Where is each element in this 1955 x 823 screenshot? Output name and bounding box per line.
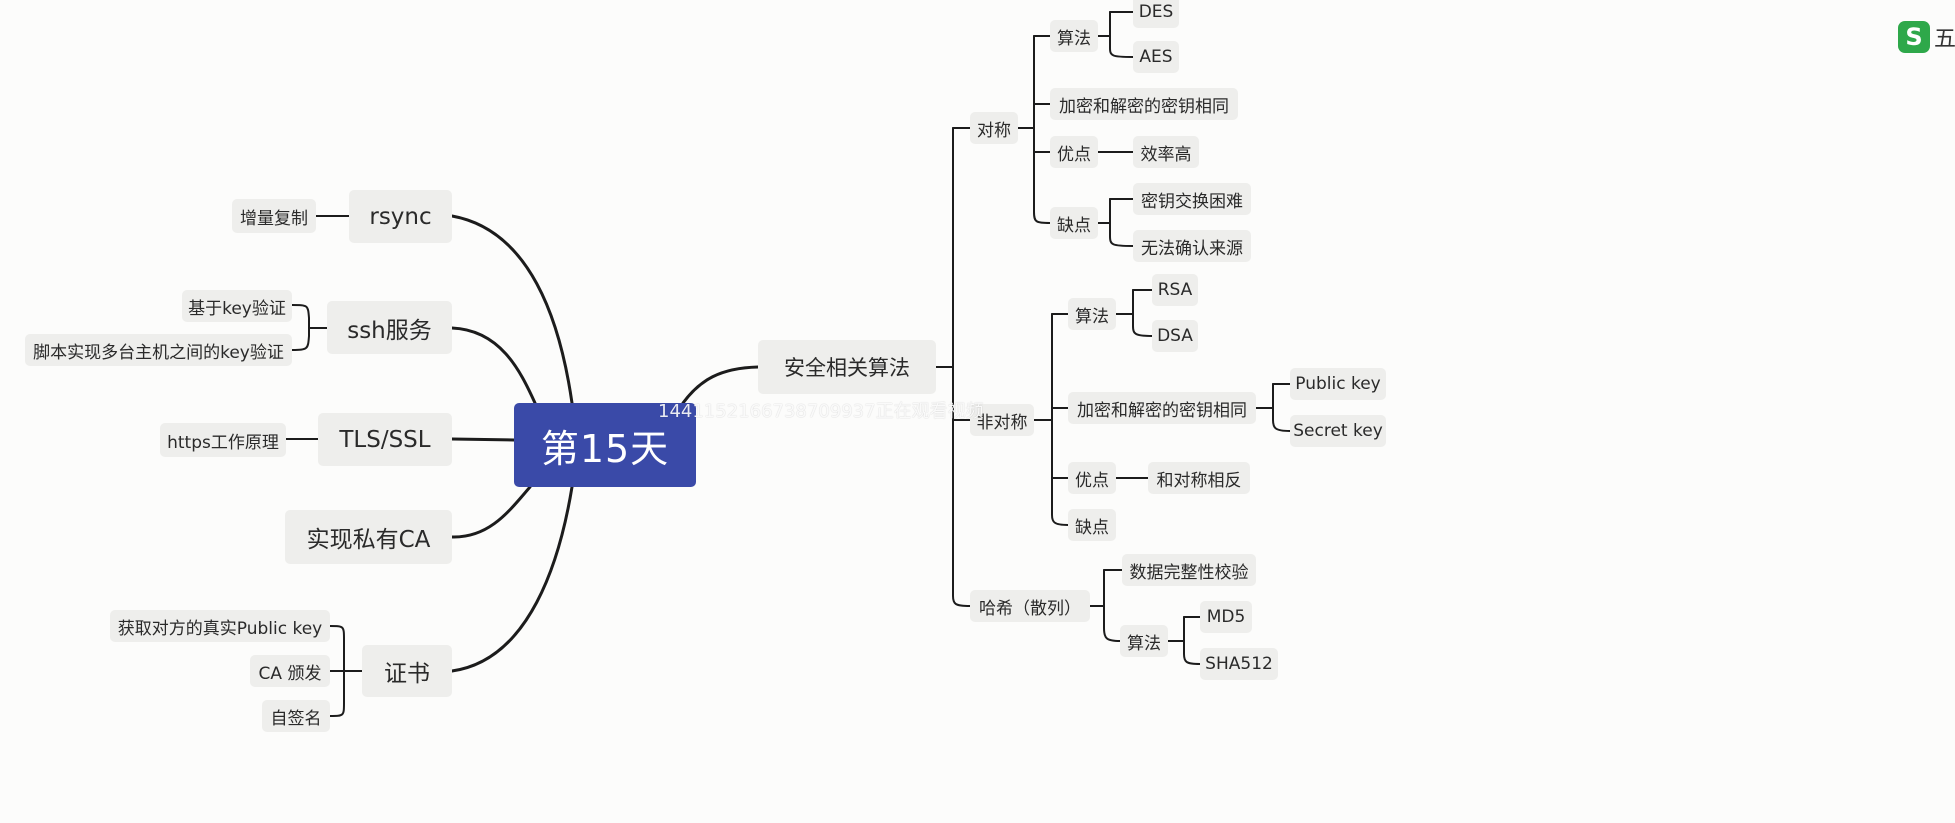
topic-ssh-service[interactable]: ssh服务 (327, 301, 452, 354)
hash-data-integrity[interactable]: 数据完整性校验 (1122, 554, 1256, 586)
root-topic[interactable]: 第15天 (514, 403, 696, 487)
leaf-script-multi-host-key[interactable]: 脚本实现多台主机之间的key验证 (25, 334, 292, 366)
leaf-get-real-public-key[interactable]: 获取对方的真实Public key (110, 610, 330, 642)
topic-asymmetric[interactable]: 非对称 (970, 404, 1034, 436)
leaf-public-key[interactable]: Public key (1290, 368, 1386, 400)
topic-symmetric[interactable]: 对称 (970, 112, 1018, 144)
leaf-opposite-of-symmetric[interactable]: 和对称相反 (1148, 462, 1250, 494)
leaf-sha512[interactable]: SHA512 (1200, 648, 1278, 680)
asymmetric-cons[interactable]: 缺点 (1068, 509, 1116, 541)
symmetric-algorithm[interactable]: 算法 (1050, 20, 1098, 52)
leaf-dsa[interactable]: DSA (1152, 320, 1198, 352)
topic-hash[interactable]: 哈希（散列） (970, 590, 1090, 622)
leaf-key-exchange-hard[interactable]: 密钥交换困难 (1133, 183, 1251, 215)
leaf-high-efficiency[interactable]: 效率高 (1133, 136, 1199, 168)
asymmetric-algorithm[interactable]: 算法 (1068, 298, 1116, 330)
leaf-secret-key[interactable]: Secret key (1290, 415, 1386, 447)
symmetric-cons[interactable]: 缺点 (1050, 207, 1098, 239)
topic-tls-ssl[interactable]: TLS/SSL (318, 413, 452, 466)
hash-algorithm[interactable]: 算法 (1120, 625, 1168, 657)
topic-security-algorithms[interactable]: 安全相关算法 (758, 340, 936, 394)
leaf-key-auth[interactable]: 基于key验证 (182, 290, 292, 322)
symmetric-pros[interactable]: 优点 (1050, 136, 1098, 168)
leaf-cannot-verify-source[interactable]: 无法确认来源 (1133, 230, 1251, 262)
asymmetric-pros[interactable]: 优点 (1068, 462, 1116, 494)
topic-certificate[interactable]: 证书 (362, 645, 452, 697)
leaf-aes[interactable]: AES (1133, 41, 1179, 73)
leaf-ca-issue[interactable]: CA 颁发 (250, 655, 330, 687)
topic-rsync[interactable]: rsync (349, 190, 452, 243)
app-s-logo-icon: S (1898, 21, 1930, 53)
app-logo-text: 五 (1934, 27, 1955, 52)
leaf-self-signed[interactable]: 自签名 (262, 700, 330, 732)
leaf-rsa[interactable]: RSA (1152, 274, 1198, 306)
symmetric-same-key[interactable]: 加密和解密的密钥相同 (1050, 88, 1238, 120)
leaf-https-principle[interactable]: https工作原理 (160, 423, 286, 457)
leaf-md5[interactable]: MD5 (1200, 601, 1252, 633)
leaf-incremental-copy[interactable]: 增量复制 (232, 199, 316, 233)
asymmetric-keys[interactable]: 加密和解密的密钥相同 (1068, 392, 1256, 424)
topic-private-ca[interactable]: 实现私有CA (285, 510, 452, 564)
leaf-des[interactable]: DES (1133, 0, 1179, 28)
app-logo[interactable]: S 五 (1898, 18, 1955, 56)
